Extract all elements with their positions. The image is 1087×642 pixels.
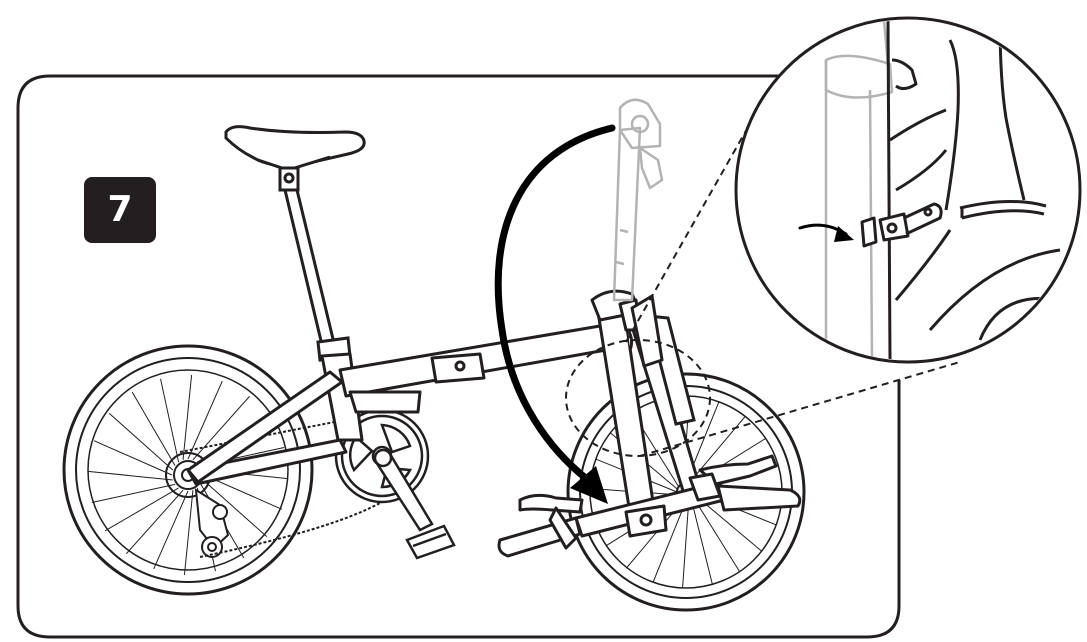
spoke	[131, 391, 176, 466]
spoke	[192, 395, 251, 461]
spoke	[182, 375, 193, 460]
frame	[186, 324, 608, 486]
saddle	[224, 125, 366, 172]
small-curved-arrow-icon	[798, 223, 854, 242]
spoke	[108, 412, 174, 471]
curved-arrow-icon	[494, 124, 616, 504]
detail-magnifier	[734, 16, 1082, 364]
seatpost	[278, 166, 352, 362]
spoke	[153, 490, 189, 570]
spoke	[690, 499, 713, 585]
spoke	[682, 500, 690, 588]
step-number-badge: 7	[84, 177, 156, 243]
rear-derailleur	[194, 488, 230, 558]
folded-stem	[590, 289, 664, 528]
spoke	[91, 483, 176, 503]
spoke	[202, 479, 268, 538]
spoke	[88, 470, 173, 481]
detail-highlight-circle	[565, 339, 711, 457]
spoke	[104, 487, 179, 532]
callout-connectors	[625, 105, 961, 457]
chain	[179, 417, 381, 558]
handlebar	[497, 454, 802, 558]
spoke	[160, 378, 180, 463]
crank-and-pedal	[373, 448, 456, 560]
panel-frame	[16, 74, 901, 639]
spoke	[93, 440, 173, 476]
step-number: 7	[107, 189, 133, 230]
spoke	[183, 490, 194, 575]
spoke	[692, 497, 741, 572]
spoke	[187, 380, 223, 460]
spoke	[652, 500, 687, 583]
original-stem-position	[612, 98, 664, 302]
spoke	[125, 489, 184, 555]
